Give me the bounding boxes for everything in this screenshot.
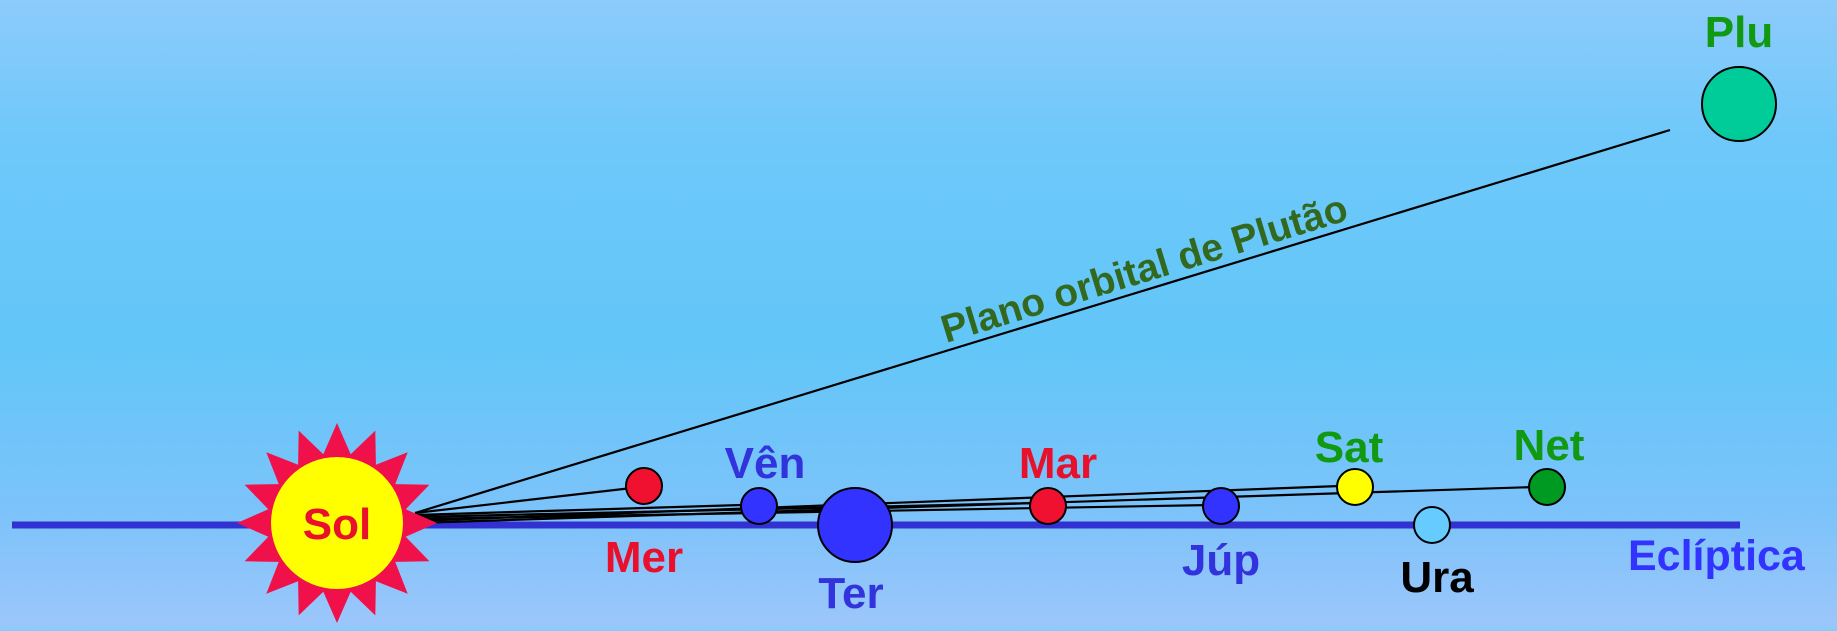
- planet-mercury: Mer: [605, 467, 683, 582]
- planet-venus: Vên: [725, 439, 806, 525]
- planet-mercury-body: [625, 467, 663, 505]
- planet-pluto-body: [1701, 66, 1777, 142]
- planet-mars-body: [1029, 487, 1067, 525]
- planet-earth-body: [817, 487, 893, 563]
- planet-saturn: Sat: [1315, 423, 1384, 506]
- planet-mars: Mar: [1019, 439, 1097, 525]
- planet-uranus: Ura: [1400, 506, 1474, 602]
- planet-mars-label: Mar: [1019, 439, 1097, 488]
- orbit-line-mercury: [414, 486, 633, 515]
- planet-mercury-label: Mer: [605, 533, 683, 582]
- planet-saturn-body: [1336, 468, 1374, 506]
- planet-jupiter: Júp: [1182, 487, 1260, 585]
- planet-jupiter-label: Júp: [1182, 536, 1260, 585]
- planet-neptune: Net: [1514, 421, 1585, 506]
- planet-neptune-body: [1528, 468, 1566, 506]
- planet-venus-label: Vên: [725, 439, 806, 488]
- planet-jupiter-body: [1202, 487, 1240, 525]
- planet-pluto: Plu: [1701, 8, 1777, 142]
- planet-venus-body: [740, 487, 778, 525]
- planet-neptune-label: Net: [1514, 421, 1585, 470]
- planet-uranus-label: Ura: [1400, 553, 1474, 602]
- planet-saturn-label: Sat: [1315, 423, 1384, 472]
- pluto-plane-label: Plano orbital de Plutão: [936, 187, 1353, 352]
- sun-core: [271, 457, 403, 589]
- planet-uranus-body: [1413, 506, 1451, 544]
- planet-earth: Ter: [817, 487, 893, 618]
- orbit-line-venus: [414, 503, 743, 517]
- sun: Sol: [237, 423, 437, 623]
- ecliptic-label: Eclíptica: [1628, 532, 1806, 580]
- planet-pluto-label: Plu: [1705, 8, 1773, 57]
- planet-earth-label: Ter: [818, 569, 883, 618]
- orbit-line-pluto: [414, 128, 1671, 515]
- sun-label: Sol: [303, 500, 371, 549]
